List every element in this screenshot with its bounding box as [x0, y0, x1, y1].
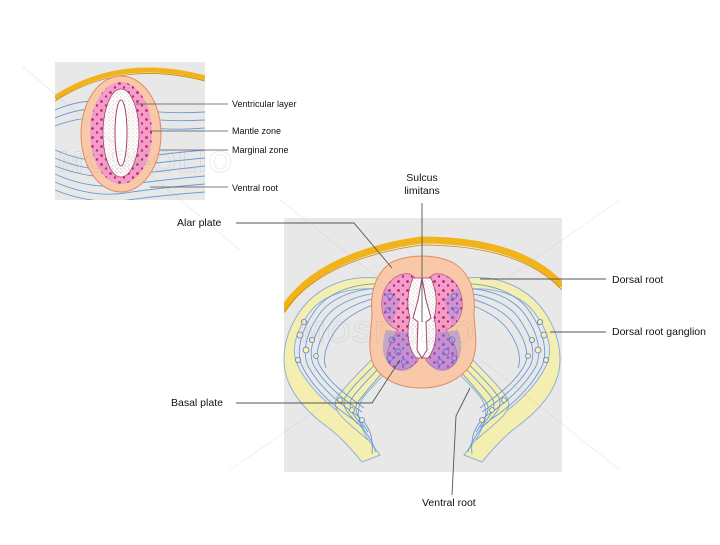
label-main-ventral-root: Ventral root — [422, 497, 476, 509]
inset-ectoderm — [55, 67, 205, 101]
label-ventricular-layer: Ventricular layer — [232, 99, 297, 109]
inset-section — [55, 62, 228, 200]
right-ganglion-neurons — [479, 318, 550, 423]
label-marginal-zone: Marginal zone — [232, 145, 289, 155]
label-basal-plate: Basal plate — [171, 397, 223, 409]
inset-leader-lines — [136, 103, 228, 188]
neuroblasts — [385, 292, 459, 366]
right-dorsal-root-ganglion — [455, 277, 561, 463]
label-sulcus-line2: limitans — [404, 184, 440, 197]
left-ganglion-neurons — [294, 318, 365, 423]
main-leader-lines — [236, 203, 606, 496]
label-sulcus-line1: Sulcus — [406, 172, 438, 184]
label-dorsal-root-ganglion: Dorsal root ganglion — [612, 326, 706, 338]
watermark-text-main: MOSFOLIO — [300, 316, 476, 349]
label-mantle-zone: Mantle zone — [232, 126, 282, 136]
label-alar-plate: Alar plate — [177, 217, 222, 229]
label-sulcus-limitans: Sulcus limitans — [392, 173, 452, 196]
label-inset-ventral-root: Ventral root — [232, 183, 279, 193]
inset-central-canal — [114, 99, 128, 167]
main-section — [236, 203, 606, 496]
left-dorsal-root-ganglion — [283, 277, 389, 463]
label-dorsal-root: Dorsal root — [612, 274, 664, 286]
watermark: MOSFOLIO MOSFOLIO — [21, 65, 621, 471]
watermark-text-inset: MOSFOLIO — [58, 146, 234, 179]
main-ectoderm — [284, 236, 562, 312]
